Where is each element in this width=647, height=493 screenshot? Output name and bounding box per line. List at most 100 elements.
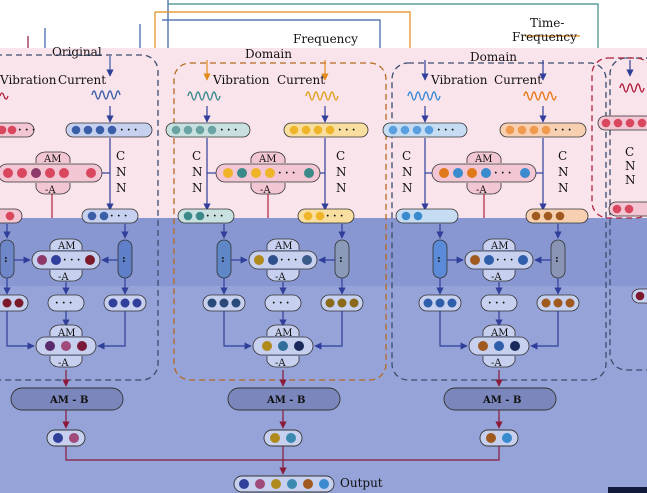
label-vibration-3: Vibration [430, 73, 488, 87]
am-cap [482, 238, 516, 250]
arrow [223, 311, 252, 350]
cnn-n: N [402, 181, 413, 195]
feature-dot [51, 255, 61, 265]
feature-dot [337, 298, 347, 308]
feature-dot [77, 341, 87, 351]
cnn-n: N [402, 165, 413, 179]
feature-dot [565, 298, 575, 308]
vibration-signal-icon [187, 91, 221, 101]
dots: · · · [206, 211, 223, 222]
feature-dot [120, 298, 130, 308]
feature-dot [435, 298, 445, 308]
am-label: AM [258, 154, 276, 165]
am-cap [266, 238, 300, 250]
dots: · · · [488, 298, 505, 309]
vibration-signal-icon [407, 91, 441, 101]
cnn-c: C [625, 145, 634, 159]
top-routing-lines [27, 0, 599, 48]
minus-a-label: -A [58, 272, 69, 283]
feature-dot [553, 298, 563, 308]
am-a-block-lower [248, 250, 318, 270]
am-cap [482, 270, 516, 282]
pill-dots: : [221, 254, 225, 265]
am-a-block-lower [464, 250, 534, 270]
label-time: Time- [530, 16, 564, 30]
am-b-block-3 [443, 387, 557, 411]
am-cap [482, 324, 516, 336]
blue-band-dark [0, 218, 647, 286]
am-label: AM [43, 154, 61, 165]
top-bg [0, 0, 647, 48]
am-label: AM [57, 328, 75, 339]
am-cap [49, 356, 83, 368]
feature-dot [132, 298, 142, 308]
minus-a-label: -A [58, 358, 69, 369]
feature-dot [231, 298, 241, 308]
cnn-n: N [558, 165, 569, 179]
am-cap [266, 324, 300, 336]
cnn-c: C [558, 149, 567, 163]
current-signal-icon [523, 91, 557, 101]
label-current-2: Current [277, 73, 325, 87]
dots: · · · [496, 255, 513, 266]
cnn-c: C [116, 149, 125, 163]
minus-a-label: -A [45, 185, 56, 196]
am-label: AM [490, 241, 508, 252]
current-signal-icon [91, 90, 121, 100]
frame-time-frequency [391, 62, 607, 381]
feature-dot [61, 341, 71, 351]
am-label: AM [274, 328, 292, 339]
label-original: Original [52, 45, 102, 59]
cnn-n: N [192, 181, 203, 195]
dots: · · · [220, 125, 237, 136]
pill-dots: : [555, 254, 559, 265]
dots: · · · [110, 211, 127, 222]
arrow [439, 311, 468, 350]
cnn-c: C [402, 149, 411, 163]
am-cap [482, 356, 516, 368]
vibration-signal-icon [0, 92, 9, 100]
am-cap [49, 324, 83, 336]
cnn-c: C [192, 149, 201, 163]
minus-a-label: -A [491, 272, 502, 283]
feature-dot [37, 255, 47, 265]
cnn-n: N [336, 165, 347, 179]
cnn-n: N [558, 181, 569, 195]
vector-vibration-1 [0, 122, 35, 138]
feature-dot [108, 298, 118, 308]
dots: · · · [494, 168, 511, 179]
am-cap [266, 270, 300, 282]
feature-dot [45, 341, 55, 351]
dots: · · · [437, 125, 454, 136]
feature-dot [510, 341, 520, 351]
pill-dots: : [339, 254, 343, 265]
am-cap [49, 270, 83, 282]
am-b-block-2 [227, 387, 341, 411]
pill-dots: : [4, 254, 8, 265]
am-cap [49, 238, 83, 250]
label-domain-freq: Domain [245, 47, 292, 61]
dots: · · · [63, 255, 80, 266]
minus-a-label: -A [275, 272, 286, 283]
cnn-n: N [336, 181, 347, 195]
dots: · · · [120, 125, 137, 136]
dots: · · · [338, 125, 355, 136]
feature-dot [325, 298, 335, 308]
section-original: Vibration Current · · · · · · C N N AM -… [0, 56, 153, 224]
label-domain-tf: Domain [470, 50, 517, 64]
feature-dot [423, 298, 433, 308]
cnn-c: C [336, 149, 345, 163]
dots: · · · [278, 168, 295, 179]
am-cap [266, 356, 300, 368]
label-time-frequency: Frequency [512, 30, 577, 44]
am-label: AM [474, 154, 492, 165]
label-current-3: Current [494, 73, 542, 87]
dots: · · · [55, 298, 72, 309]
section-extra: C N N [597, 60, 647, 304]
label-current-1: Current [58, 73, 106, 87]
cnn-n: N [625, 173, 636, 187]
dots: · · · [554, 125, 571, 136]
cnn-n: N [116, 181, 127, 195]
